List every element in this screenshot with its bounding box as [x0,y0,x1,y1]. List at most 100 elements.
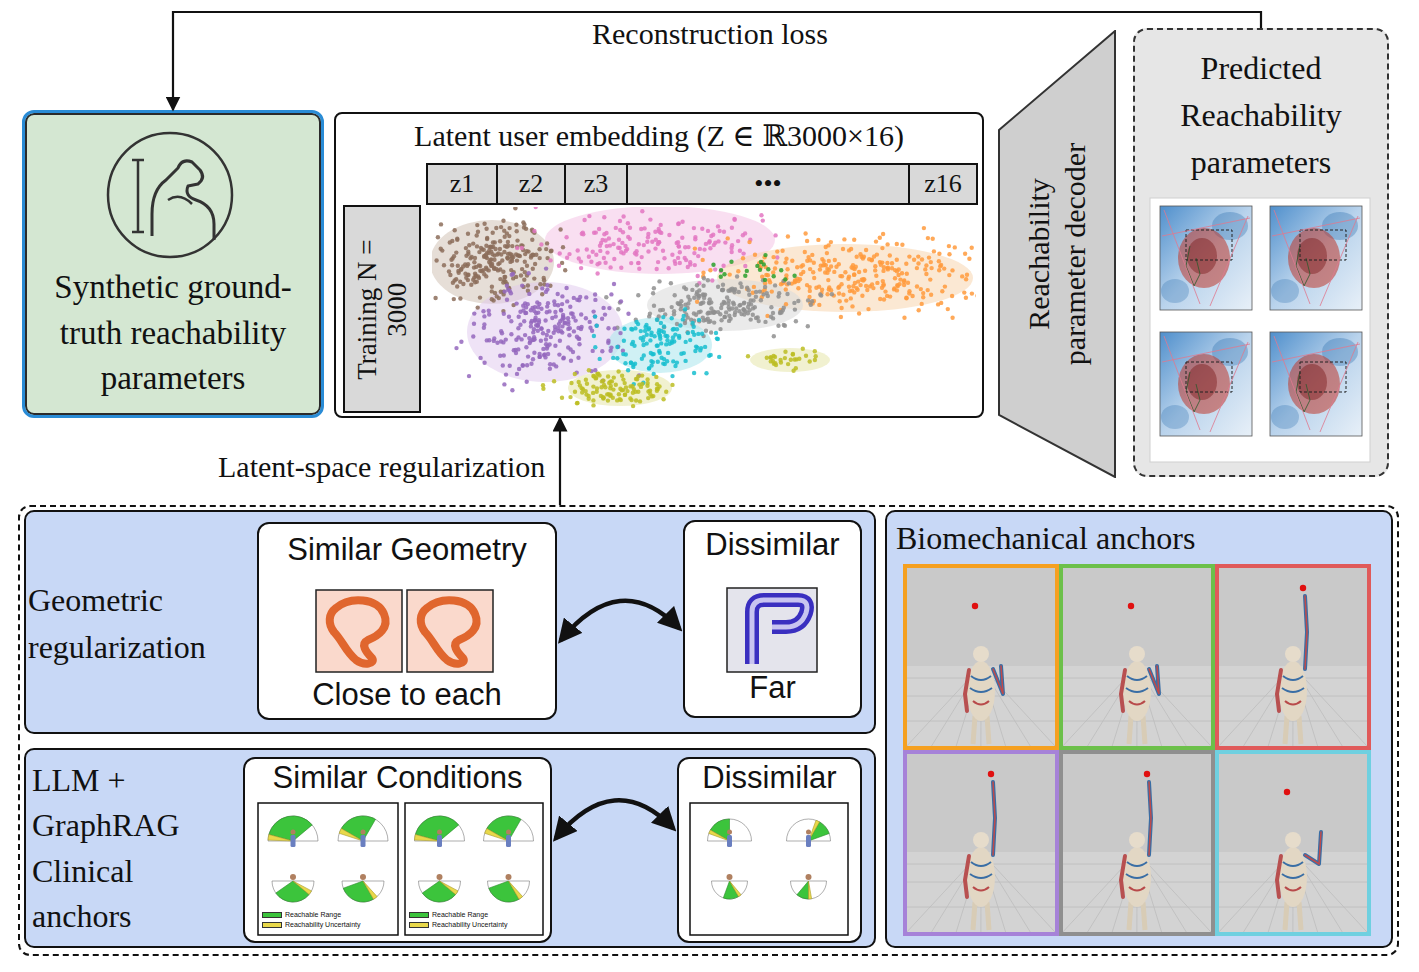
dot [659,223,663,227]
dot [661,361,665,365]
dot [503,275,507,279]
dot [707,320,711,324]
dot [608,243,612,247]
dot [604,231,608,235]
dot [622,339,626,343]
dot [536,310,540,314]
dot [449,258,453,262]
dot [577,342,581,346]
dot [459,340,463,344]
dot [634,398,638,402]
dot [478,356,482,360]
dot [534,207,538,209]
stroke-path [1129,701,1145,705]
dot [878,297,882,301]
dot [709,306,713,310]
node-caption: Close to each [261,677,553,713]
shape-rect [361,835,366,847]
dot [484,265,488,269]
dot [827,285,831,289]
dot [741,251,745,255]
shape-rect [727,588,817,672]
stroke-path [752,600,807,664]
shape-rect [1217,752,1369,934]
dot [754,295,758,299]
dot [510,388,514,392]
dot [654,375,658,379]
dot [652,286,656,290]
dot [652,304,656,308]
dot [507,315,511,319]
dot [715,336,719,340]
dot [622,327,626,331]
latent-scatter [430,205,978,413]
stroke-path [276,881,309,902]
dot [782,323,786,327]
dot [970,246,974,250]
dot [514,301,518,305]
dot [811,270,815,274]
dot [822,263,826,267]
dot [469,283,473,287]
dot [670,341,674,345]
dot [706,229,710,233]
dot [931,237,935,241]
dot [906,281,910,285]
dot [678,250,682,254]
dot [567,333,571,337]
line-stroke [987,716,989,744]
dot [638,399,642,403]
dot [537,247,541,251]
dot [988,771,994,777]
stroke-path [132,160,144,232]
stroke-path [1129,887,1145,891]
dot [736,269,740,273]
dot [688,298,692,302]
dot [490,297,494,301]
dot [619,266,623,270]
dot [970,291,974,295]
dot [619,299,623,303]
dot [720,288,724,292]
dot [881,279,885,283]
dot [973,832,989,848]
dot [490,245,494,249]
dot [904,296,908,300]
dot [882,265,886,269]
dot [822,259,826,263]
dot [524,345,528,349]
dot [619,398,623,402]
shape-rect [1160,332,1252,436]
dot [455,284,459,288]
dot [810,253,814,257]
dot [619,250,623,254]
dot [907,254,911,258]
dot [525,264,529,268]
line-stroke [1149,666,1159,694]
stroke-path [268,835,293,842]
dot [482,361,486,365]
dot [447,269,451,273]
dot [539,326,543,330]
dot [747,240,751,244]
line-stroke [1210,342,1248,432]
dot [713,267,717,271]
dot [817,303,821,307]
dot [692,371,696,375]
shape-ellipse [467,282,623,382]
dot [531,267,535,271]
dot [892,287,896,291]
dot [757,319,761,323]
dot [675,327,679,331]
dot [531,357,535,361]
line-stroke [1143,716,1145,744]
dot [467,243,471,247]
dot [937,259,941,263]
dot [594,323,598,327]
dot [852,272,856,276]
shape-ellipse [1279,661,1307,721]
dot [568,347,572,351]
dot [560,330,564,334]
dot [950,268,954,272]
dot [612,375,616,379]
